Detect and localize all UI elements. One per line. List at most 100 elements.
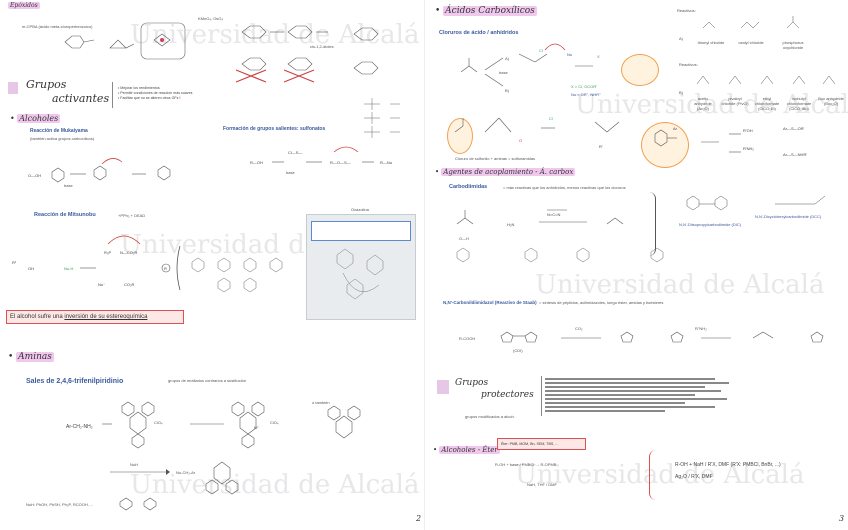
watermark: Universidad de Alcalá [575,90,848,120]
epoxide-molecule [109,39,135,49]
svg-text:N=C=N: N=C=N [547,212,560,217]
svg-text:Cl—S—: Cl—S— [288,150,302,155]
reagent-name: ethyl chloroformate (ClCO₂Et) [754,96,780,111]
cdi-title: N,N'-Carbonildiimidazol (Reactivo de Sta… [443,300,537,305]
svg-text:N⁺: N⁺ [254,425,259,430]
mcpba-label: m-CPBA (ácido meta-cloroperbenzoico) [22,24,93,29]
svg-text:R: R [164,266,167,271]
watermark: Universidad de Alcalá [515,460,805,490]
svg-text:R—Nu: R—Nu [380,160,392,165]
bullet-item: • Permitir condiciones de reacción más s… [118,91,193,95]
carbodiimidas-title: Carbodiimidas [449,184,488,190]
svg-text:X: X [597,54,600,59]
sulfonilo-note: Cloruro de sulfonilo + aminas = sulfonam… [455,156,536,161]
activantes-title: activantes [52,92,110,105]
a-label: A) [679,36,683,41]
svg-text:OH: OH [28,266,34,271]
mixed-anhydride-mechanism: Cl O R' [454,116,620,149]
divider [541,376,542,416]
reagent-name: Boc anhydride (Boc₂O) [818,96,844,106]
nu-product-label: Nu-CH₂-Ar [176,470,196,475]
section-header-small: Epóxidos [8,2,40,9]
reagent-name: isobutyl chloroformate (ClCO₂iBu) [786,96,812,111]
mechanism-highlight [447,118,473,154]
sulfonamide-scheme: Ar R'OH R'NH₂ Ar—S—OR' Ar—S—NHR' [654,126,807,157]
alcoholes-title: • Alcoholes [10,114,61,123]
reactivos-label: Reactivos: [677,8,696,13]
carbodiimide-scheme: H₂N N=C=N [456,209,624,227]
svg-text:CO₂R: CO₂R [124,282,135,287]
svg-text:Nu⁻: Nu⁻ [98,282,105,287]
eter-line-2: NaH, THF / DMF [527,482,557,487]
acid-chloride-scheme: Cl Nu X [460,43,600,87]
co2-label: CO₂ [575,326,583,331]
alcoholes-eter-title: • Alcoholes - Éter [433,446,500,454]
protectores-title-2: protectores [481,390,534,400]
aminas-title: • Aminas [8,352,54,362]
oxazoline-box [311,221,411,241]
additives-row [456,247,664,263]
piridinio-scheme: N⁺ [102,401,265,449]
svg-text:Ar—S—NHR': Ar—S—NHR' [783,152,807,157]
nuh-label: NuH [130,462,139,467]
bullet-item: • Mejorar los rendimientos [118,86,160,90]
dic-name: N,N'-Diisopropylcarbodiimide (DIC) [679,222,742,227]
base-label: base [499,70,508,75]
cdi-scheme [500,331,824,343]
mukaiyama-title: Reacción de Mukaiyama [30,128,88,134]
footer-nu: NuH: PhOH, PhSH, Ph₃P, RCOOH, ... [26,502,94,507]
svg-text:R—O—S—: R—O—S— [330,160,351,165]
grupos-title: Grupos [26,78,67,91]
reagents-top [702,16,800,29]
oxazoline-mechanism [336,248,384,300]
base-label: base [286,170,295,175]
clo4-label: ClO₄ [270,420,279,425]
svg-text:O—OH: O—OH [28,173,41,178]
acid-label: O—H [459,236,469,241]
protectores-title: Grupos [455,378,489,388]
watermark: Universidad de Alcalá [130,470,420,500]
piridinio-note: grupos de mutilados contrarios a sustitu… [168,378,247,383]
eter-line-1: R-OH + base / PMBCl → R-OPMB [495,462,557,467]
reagent-name: oxalyl chloride [738,40,764,45]
mcpba-molecule [64,35,95,49]
sulfonate-scheme: R—OH Cl—S— R—O—S— R—Nu [250,146,392,165]
amine-label: Ar-CH₂-NH₂ [66,424,93,430]
carbodiimide-reagents [686,195,826,211]
svg-text:R': R' [599,144,603,149]
svg-text:Cl: Cl [549,116,553,121]
inversion-note: El alcohol sufre una inversión de su est… [6,310,184,324]
svg-text:Cl: Cl [539,48,543,53]
protectores-note: grupos modificados a alcoh. [465,414,515,419]
mukaiyama-subtitle: (también activa grupos carboxílicos) [30,136,95,141]
reagents-bottom [696,75,836,85]
reagent-name: pivaloyl chloride (PivCl) [721,96,749,106]
mitsunobu-scheme: R¹ OH Nu-H R₃P N—CO₂R Nu⁻ CO₂R R [12,235,283,293]
svg-text:Ar—S—OR': Ar—S—OR' [783,126,805,131]
divider [112,82,113,108]
oxazoline-panel: Oxazolina [306,207,416,320]
oxazoline-label: Oxazolina [351,207,369,212]
mukaiyama-scheme: O—OH [28,158,171,183]
reagents-right-1: R-OH + NaH / R'X, DMF (R'X: PMBCl, BnBr,… [675,462,781,468]
bullet-item: • Facilitar que no se alteren otros GFs … [118,96,181,100]
bracket [649,192,656,256]
svg-text:R¹: R¹ [12,260,17,265]
reagent-name: thionyl chloride [697,40,725,45]
protectores-text [545,376,729,414]
bullet-list: • Mejorar los rendimientos • Permitir co… [118,86,192,101]
section-marker [437,380,449,394]
cdi-note: = síntesis de péptidos, acilimidazoles, … [539,300,664,305]
right-page: Universidad de Alcalá Universidad de Alc… [424,0,848,530]
x-note: X = Cl, OCOR' [571,84,597,89]
rcooh-label: R-COOH [459,336,476,341]
bracket [649,450,656,500]
watermark: Universidad de Alcalá [130,20,420,50]
transition-state [140,22,186,60]
svg-text:Ar: Ar [673,126,678,131]
left-page: Universidad de Alcalá Universidad de Alc… [6,2,421,523]
acidos-title: • Ácidos Carboxílicos [435,6,537,16]
sulfonatos-title: Formación de grupos salientes: sulfonato… [223,126,326,132]
svg-text:Nu-H: Nu-H [64,266,73,271]
cdi-label: (CDI) [513,348,523,353]
